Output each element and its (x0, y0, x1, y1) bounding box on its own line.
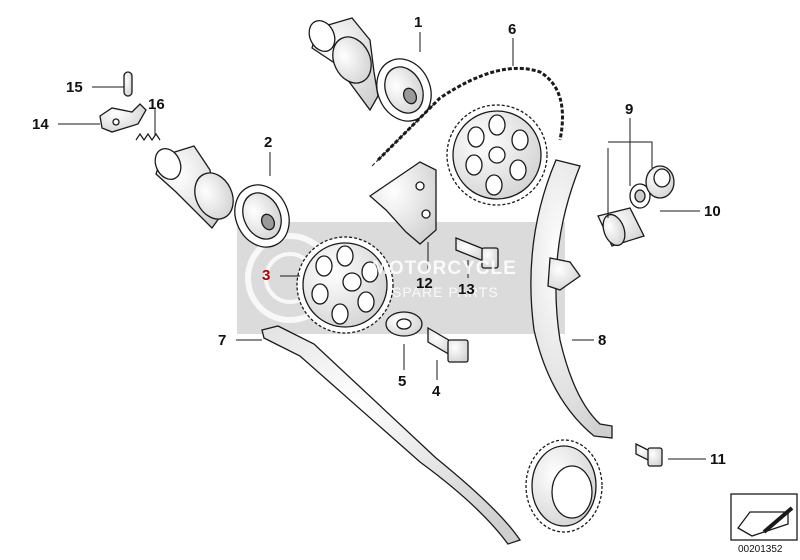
tensioner-piston (597, 207, 645, 247)
callout-16: 16 (148, 96, 165, 113)
callout-10: 10 (704, 203, 721, 220)
washer (385, 311, 423, 337)
rocker-arm (99, 103, 147, 133)
bolt-guide (455, 237, 499, 269)
callout-3: 3 (262, 267, 271, 284)
view-icon (730, 493, 798, 541)
document-number: 00201352 (738, 544, 783, 555)
guide-rail (261, 325, 522, 545)
camshaft-upper (308, 17, 432, 122)
callout-2: 2 (264, 134, 273, 151)
callout-9: 9 (625, 101, 634, 118)
watermark-line2: SPARE PARTS (392, 284, 499, 300)
callout-1: 1 (414, 14, 423, 31)
sprocket-lower (296, 236, 394, 334)
tensioner-rail (530, 159, 613, 439)
leader-lines (58, 32, 706, 460)
callout-5: 5 (398, 373, 407, 390)
spring (135, 132, 161, 142)
callout-13: 13 (458, 281, 475, 298)
chain-guide (368, 161, 437, 245)
watermark-line1: MOTORCYCLE (372, 258, 517, 279)
bolt-rail (635, 442, 663, 467)
pin (123, 71, 133, 97)
callout-8: 8 (598, 332, 607, 349)
callout-4: 4 (432, 383, 441, 400)
callout-7: 7 (218, 332, 227, 349)
callout-12: 12 (416, 275, 433, 292)
callout-6: 6 (508, 21, 517, 38)
bolt-sprocket (427, 326, 469, 363)
callout-14: 14 (32, 116, 49, 133)
timing-chain (371, 66, 564, 167)
callout-15: 15 (66, 79, 83, 96)
screw-plug (645, 165, 675, 199)
crank-sprocket (525, 439, 603, 533)
sprocket-upper (446, 104, 548, 206)
camshaft-lower (154, 145, 290, 248)
callout-11: 11 (710, 451, 726, 468)
seal-ring (629, 183, 651, 209)
